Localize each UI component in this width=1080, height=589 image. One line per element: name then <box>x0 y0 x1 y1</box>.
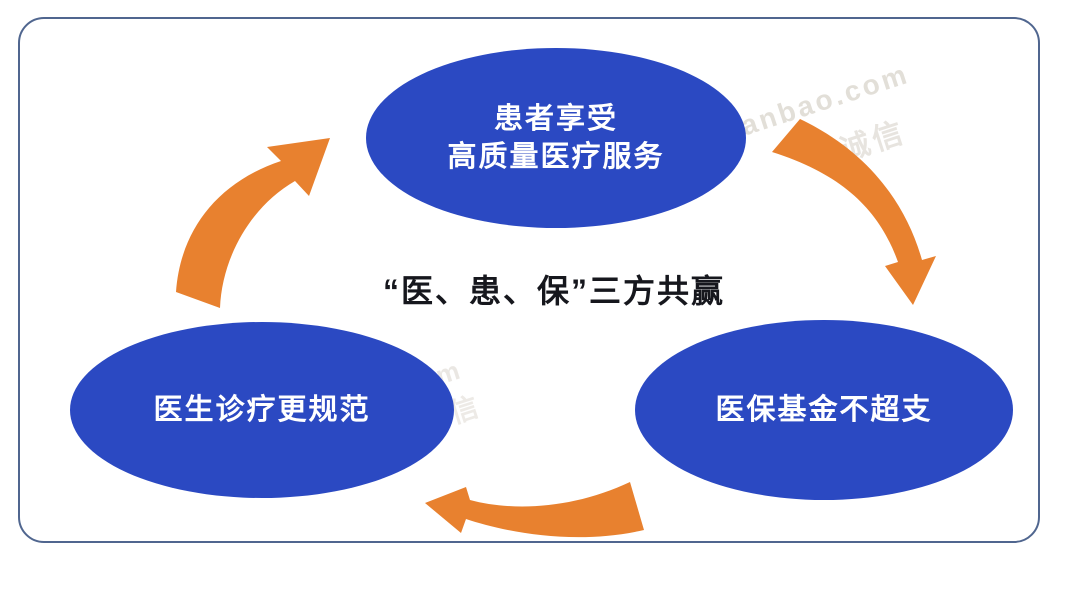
node-insurance-label: 医保基金不超支 <box>715 394 933 426</box>
frame-border <box>18 17 1040 543</box>
node-doctor: 医生诊疗更规范 <box>70 322 454 498</box>
node-doctor-label: 医生诊疗更规范 <box>153 394 371 426</box>
node-insurance: 医保基金不超支 <box>635 320 1013 500</box>
node-patient-line1: 患者享受 <box>493 103 618 135</box>
node-patient-line2: 高质量医疗服务 <box>447 141 665 173</box>
diagram-title: “医、患、保”三方共赢 <box>382 273 725 309</box>
node-patient: 患者享受 高质量医疗服务 <box>366 48 746 228</box>
